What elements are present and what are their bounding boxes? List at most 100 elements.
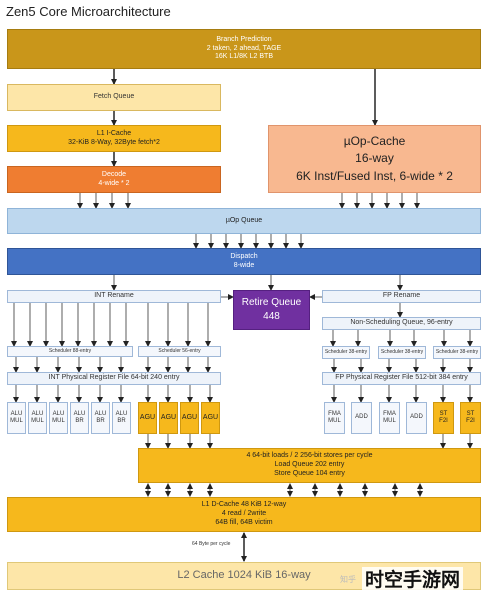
alu-unit-1: ALU MUL [7, 402, 26, 434]
alu-unit-3-top: ALU [52, 410, 65, 417]
fp-prf-label: FP Physical Register File 512-bit 384 en… [335, 374, 468, 382]
agu-unit-2-label: AGU [160, 413, 177, 421]
non-scheduling-queue-block: Non-Scheduling Queue, 96-entry [322, 317, 481, 330]
fp-unit-2-top: ADD [355, 414, 368, 421]
int-rename-block: INT Rename [7, 290, 221, 303]
decode-width: 4-wide * 2 [98, 179, 130, 187]
alu-unit-4-top: ALU [73, 410, 86, 417]
decode-label: Decode [101, 170, 127, 178]
uop-cache-assoc: 16-way [355, 151, 394, 166]
alu-unit-2: ALU MUL [28, 402, 47, 434]
agu-unit-3-label: AGU [181, 413, 198, 421]
alu-unit-3: ALU MUL [49, 402, 68, 434]
fp-rename-block: FP Rename [322, 290, 481, 303]
uop-queue-block: µOp Queue [7, 208, 481, 234]
l1-dcache-fill: 64B fill, 64B victim [215, 518, 273, 526]
l2-bandwidth-note: 64 Byte per cycle [192, 541, 231, 547]
st-unit-2: ST F2I [460, 402, 481, 434]
fp-unit-1-bottom: MUL [328, 418, 341, 424]
int-rename-label: INT Rename [94, 292, 134, 300]
load-store-block: 4 64-bit loads / 2 256-bit stores per cy… [138, 448, 481, 483]
fp-unit-3-top: FMA [383, 410, 396, 417]
agu-unit-3: AGU [180, 402, 199, 434]
st-unit-1-top: ST [439, 410, 448, 417]
fp-scheduler-2: Scheduler 38-entry [378, 346, 426, 359]
branch-prediction-label: Branch Prediction [216, 35, 272, 43]
dispatch-label: Dispatch [230, 252, 258, 260]
fp-unit-1: FMA MUL [324, 402, 345, 434]
alu-unit-4-bottom: BR [75, 418, 84, 424]
retire-queue-label: Retire Queue [241, 297, 302, 308]
branch-prediction-block: Branch Prediction 2 taken, 2 ahead, TAGE… [7, 29, 481, 69]
int-scheduler-88-label: Scheduler 88-entry [48, 348, 92, 355]
int-scheduler-56-block: Scheduler 56-entry [138, 346, 221, 357]
agu-unit-4-label: AGU [202, 413, 219, 421]
int-prf-block: INT Physical Register File 64-bit 240 en… [7, 372, 221, 385]
l1-dcache-label: L1 D-Cache 48 KiB 12-way [201, 501, 287, 509]
decode-block: Decode 4-wide * 2 [7, 166, 221, 193]
fp-scheduler-2-label: Scheduler 38-entry [380, 349, 424, 356]
fp-scheduler-3: Scheduler 38-entry [433, 346, 481, 359]
l1-icache-block: L1 I-Cache 32-KiB 8-Way, 32Byte fetch*2 [7, 125, 221, 152]
st-unit-2-bottom: F2I [466, 418, 475, 424]
fp-unit-3: FMA MUL [379, 402, 400, 434]
alu-unit-2-top: ALU [31, 410, 44, 417]
int-scheduler-88-block: Scheduler 88-entry [7, 346, 133, 357]
uop-cache-size: 6K Inst/Fused Inst, 6-wide * 2 [296, 168, 453, 183]
fp-unit-4: ADD [406, 402, 427, 434]
fp-rename-label: FP Rename [382, 292, 421, 300]
fp-prf-block: FP Physical Register File 512-bit 384 en… [322, 372, 481, 385]
uop-cache-label: µOp-Cache [343, 133, 406, 148]
fp-unit-4-top: ADD [410, 414, 423, 421]
diagram-title: Zen5 Core Microarchitecture [6, 4, 171, 19]
alu-unit-5-top: ALU [94, 410, 107, 417]
watermark-source: 知乎 [340, 575, 356, 584]
l1-icache-label: L1 I-Cache [96, 129, 132, 137]
l1-dcache-ports: 4 read / 2write [221, 510, 267, 518]
alu-unit-3-bottom: MUL [52, 418, 65, 424]
dispatch-block: Dispatch 8-wide [7, 248, 481, 275]
fetch-queue-label: Fetch Queue [93, 93, 135, 101]
alu-unit-5-bottom: BR [96, 418, 105, 424]
store-queue-size: Store Queue 104 entry [274, 469, 345, 477]
st-unit-1-bottom: F2I [439, 418, 448, 424]
dispatch-width: 8-wide [233, 261, 255, 269]
agu-unit-1-label: AGU [139, 413, 156, 421]
alu-unit-6-bottom: BR [117, 418, 126, 424]
fp-unit-1-top: FMA [328, 410, 341, 417]
uop-cache-block: µOp-Cache 16-way 6K Inst/Fused Inst, 6-w… [268, 125, 481, 193]
fetch-queue-block: Fetch Queue [7, 84, 221, 111]
agu-unit-4: AGU [201, 402, 220, 434]
agu-unit-2: AGU [159, 402, 178, 434]
load-store-throughput: 4 64-bit loads / 2 256-bit stores per cy… [246, 452, 373, 460]
alu-unit-6: ALU BR [112, 402, 131, 434]
l1-dcache-block: L1 D-Cache 48 KiB 12-way 4 read / 2write… [7, 497, 481, 532]
load-queue-size: Load Queue 202 entry [274, 461, 345, 469]
alu-unit-1-bottom: MUL [10, 418, 23, 424]
watermark: 时空手游网 [362, 567, 464, 595]
retire-queue-size: 448 [263, 311, 280, 322]
alu-unit-1-top: ALU [10, 410, 23, 417]
uop-queue-label: µOp Queue [225, 216, 263, 224]
fp-scheduler-3-label: Scheduler 38-entry [435, 349, 479, 356]
non-scheduling-queue-label: Non-Scheduling Queue, 96-entry [350, 319, 453, 327]
branch-prediction-btb: 16K L1/8K L2 BTB [215, 53, 273, 61]
st-unit-1: ST F2I [433, 402, 454, 434]
l1-icache-spec: 32-KiB 8-Way, 32Byte fetch*2 [68, 138, 160, 146]
agu-unit-1: AGU [138, 402, 157, 434]
int-scheduler-56-label: Scheduler 56-entry [158, 348, 201, 355]
alu-unit-2-bottom: MUL [31, 418, 44, 424]
alu-unit-6-top: ALU [115, 410, 128, 417]
branch-prediction-predictor: 2 taken, 2 ahead, TAGE [206, 44, 282, 52]
alu-unit-5: ALU BR [91, 402, 110, 434]
st-unit-2-top: ST [466, 410, 475, 417]
retire-queue-block: Retire Queue 448 [233, 290, 310, 330]
int-prf-label: INT Physical Register File 64-bit 240 en… [48, 374, 180, 382]
fp-unit-3-bottom: MUL [383, 418, 396, 424]
l2-cache-label: L2 Cache 1024 KiB 16-way [177, 569, 311, 582]
fp-unit-2: ADD [351, 402, 372, 434]
fp-scheduler-1: Scheduler 38-entry [322, 346, 370, 359]
fp-scheduler-1-label: Scheduler 38-entry [324, 349, 368, 356]
alu-unit-4: ALU BR [70, 402, 89, 434]
